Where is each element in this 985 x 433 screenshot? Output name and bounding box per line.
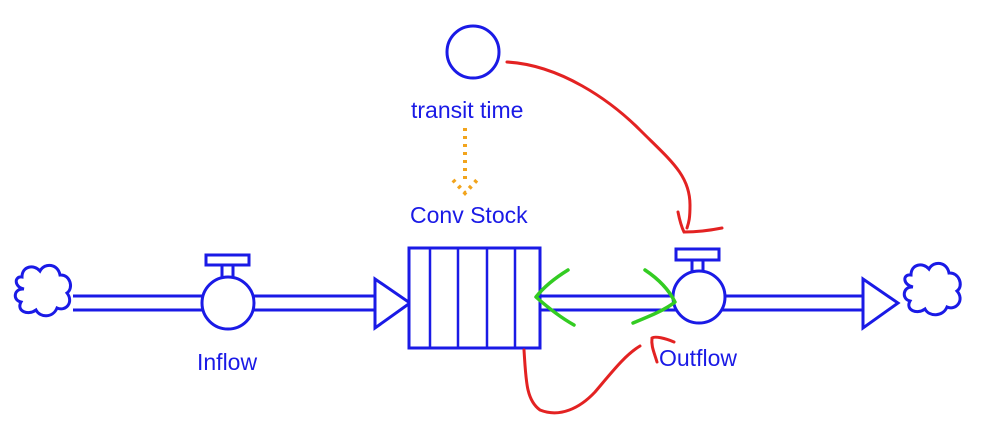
conv-stock-label: Conv Stock bbox=[410, 202, 528, 228]
inflow-valve-icon[interactable] bbox=[200, 253, 256, 331]
source-cloud-icon bbox=[13, 263, 72, 318]
transit-time-auxiliary[interactable] bbox=[445, 24, 501, 80]
inflow-label: Inflow bbox=[197, 349, 258, 375]
outflow-valve-icon[interactable] bbox=[671, 247, 727, 325]
outflow-label: Outflow bbox=[659, 345, 737, 371]
green-annotation-arrows bbox=[534, 268, 677, 327]
info-link-transit-time bbox=[451, 128, 479, 196]
conveyor-stock[interactable] bbox=[407, 246, 542, 350]
outflow-arrowhead bbox=[861, 276, 901, 331]
red-annotation-link-bottom bbox=[522, 335, 676, 415]
transit-time-label: transit time bbox=[411, 97, 524, 123]
red-annotation-link-top bbox=[505, 60, 724, 234]
inflow-arrowhead bbox=[373, 276, 413, 331]
sink-cloud-icon bbox=[902, 261, 962, 317]
